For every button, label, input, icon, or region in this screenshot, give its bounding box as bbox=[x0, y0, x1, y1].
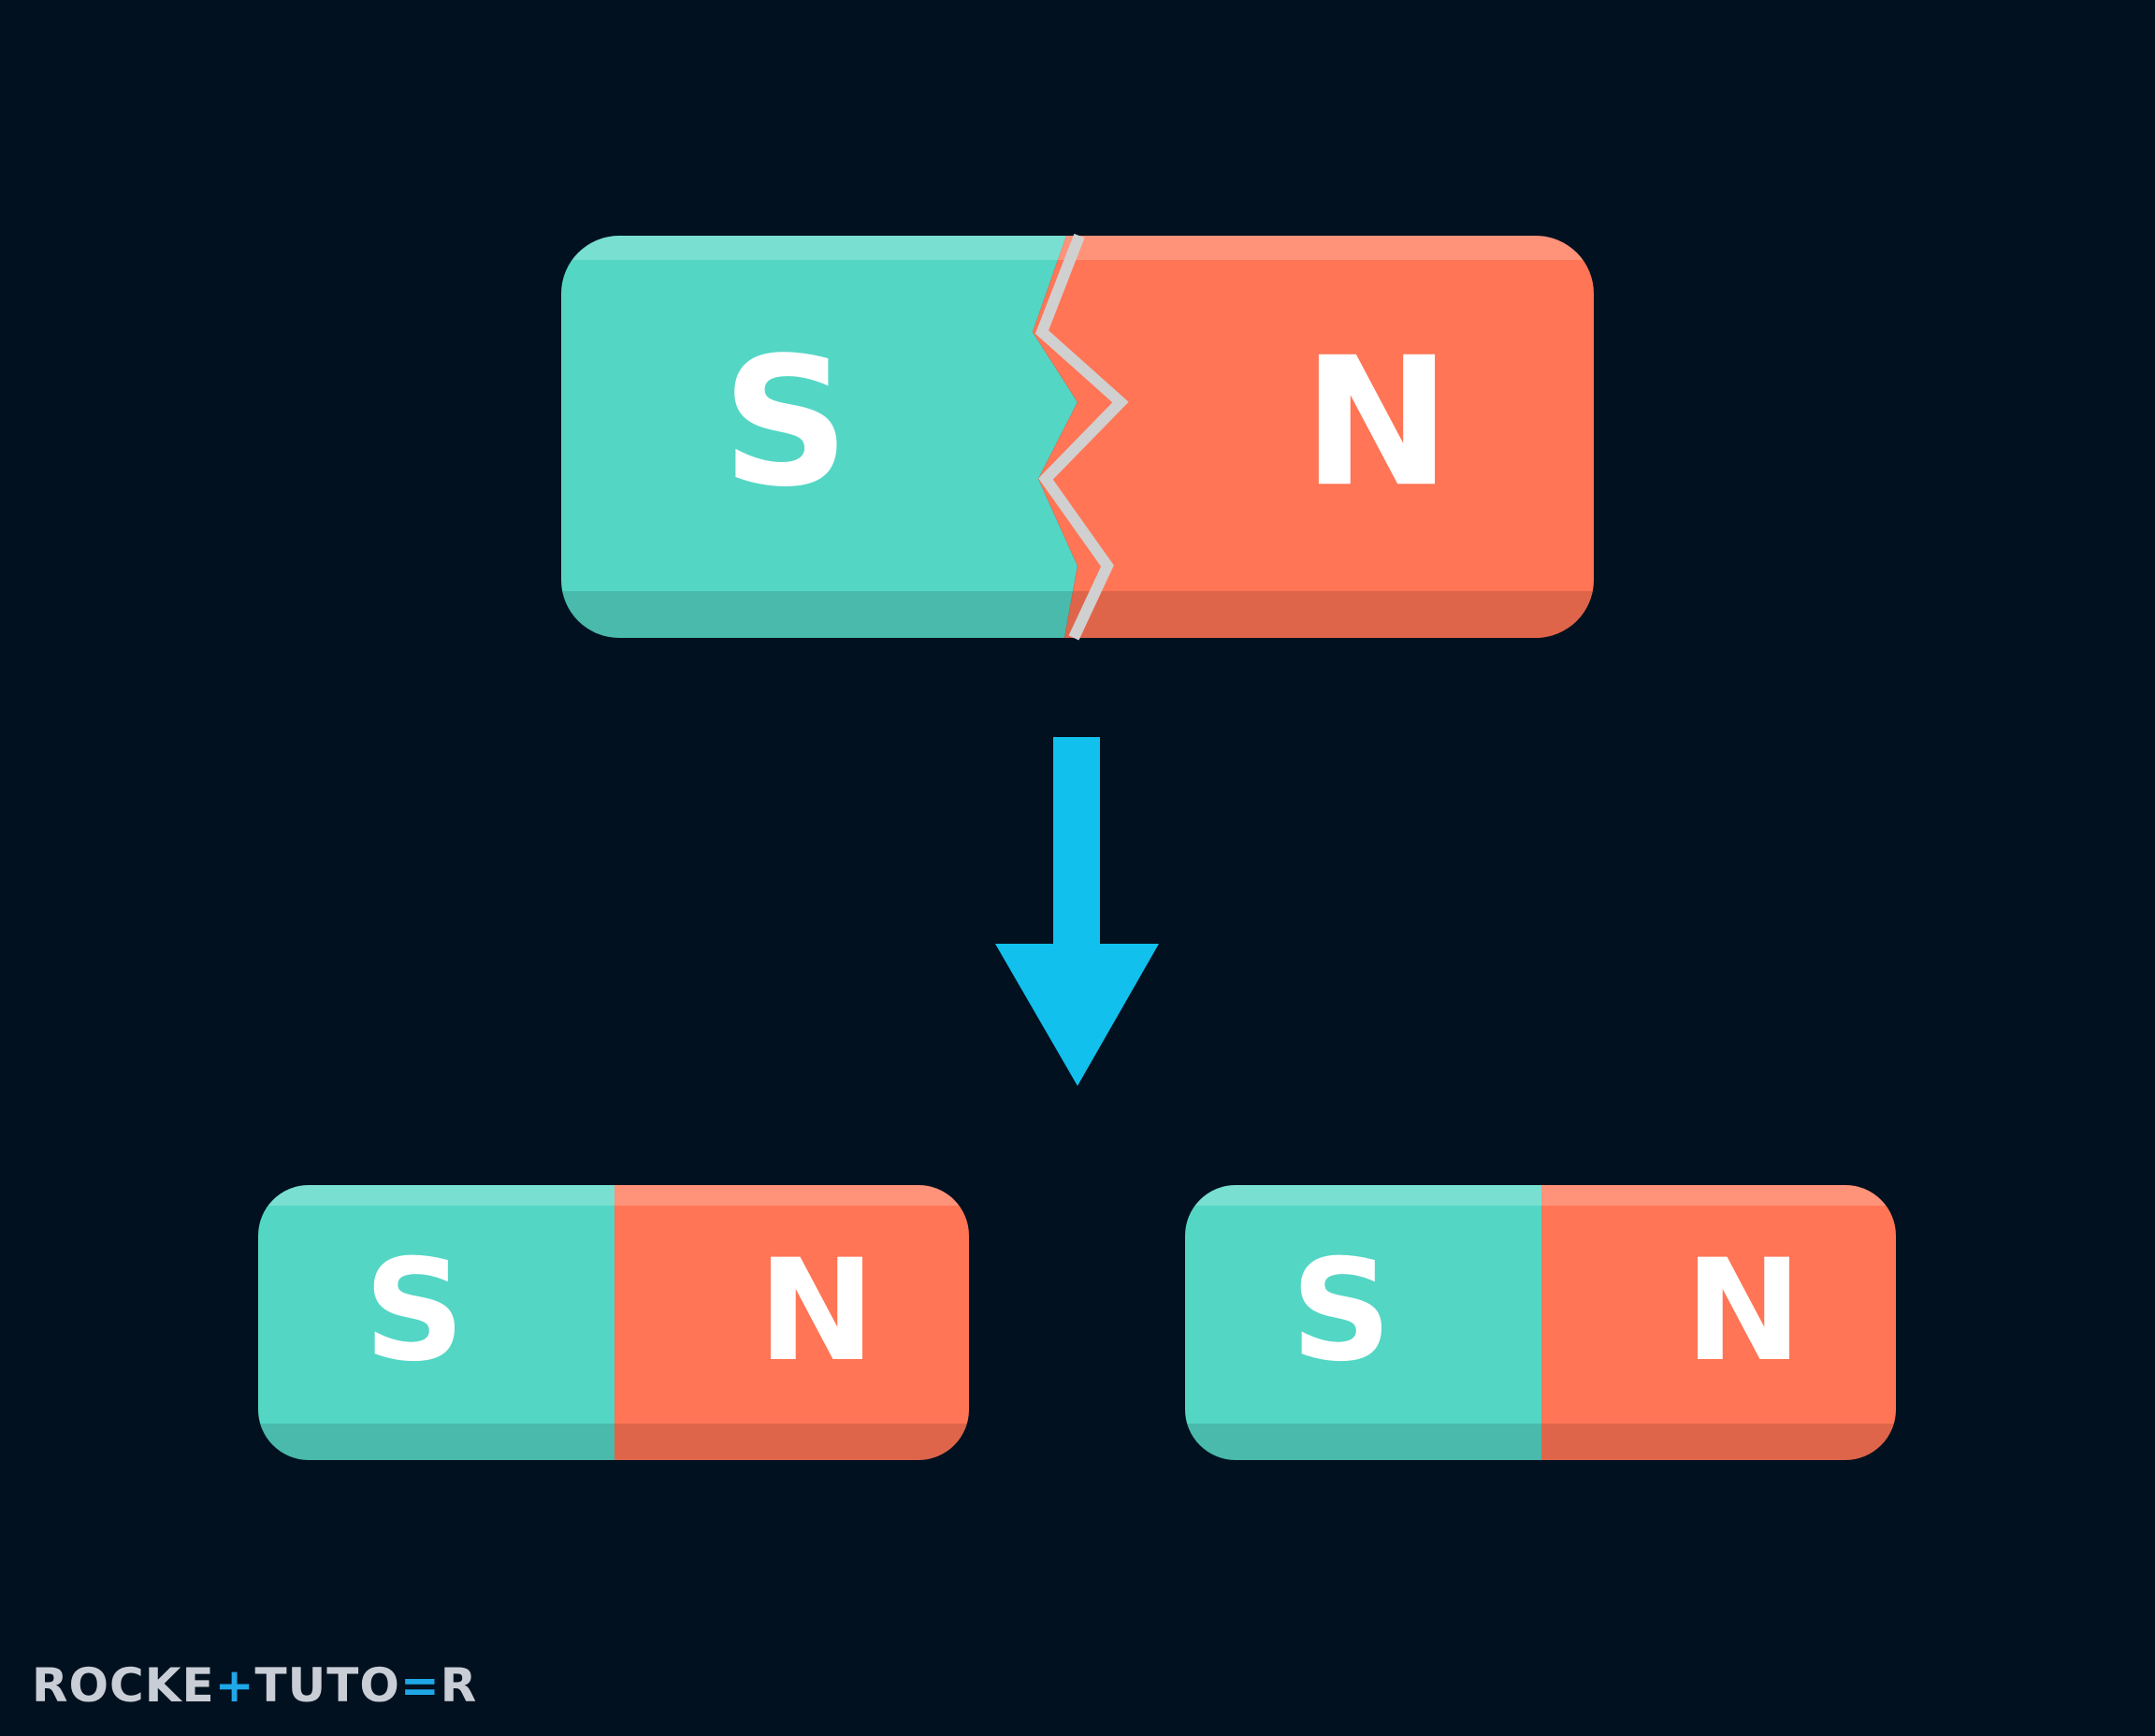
left-piece-south-pole bbox=[258, 1185, 615, 1460]
logo-text-part1: ROCKE bbox=[32, 1658, 215, 1713]
logo-mark-icon: = bbox=[399, 1658, 441, 1713]
right-piece-north-label: N bbox=[1685, 1230, 1802, 1393]
original-south-label: S bbox=[722, 319, 850, 526]
right-piece-magnet: S N bbox=[1185, 1185, 1896, 1460]
left-piece-magnet: S N bbox=[258, 1185, 969, 1460]
right-piece-south-label: S bbox=[1291, 1230, 1392, 1393]
left-piece-south-label: S bbox=[364, 1230, 465, 1393]
logo-text-part3: R bbox=[440, 1658, 478, 1713]
brand-logo: ROCKE+TUTO=R bbox=[32, 1657, 477, 1714]
down-arrow-icon bbox=[995, 737, 1159, 1086]
right-piece-south-pole bbox=[1185, 1185, 1541, 1460]
logo-text-part2: TUTO bbox=[254, 1658, 400, 1713]
original-south-pole bbox=[561, 236, 1078, 638]
original-north-pole bbox=[1033, 236, 1594, 638]
logo-plus-icon: + bbox=[214, 1658, 255, 1713]
original-magnet: S N bbox=[561, 233, 1594, 641]
original-north-label: N bbox=[1302, 319, 1451, 526]
right-piece-north-pole bbox=[1541, 1185, 1896, 1460]
crack-line bbox=[1034, 233, 1129, 641]
left-piece-north-label: N bbox=[758, 1230, 875, 1393]
left-piece-north-pole bbox=[615, 1185, 969, 1460]
